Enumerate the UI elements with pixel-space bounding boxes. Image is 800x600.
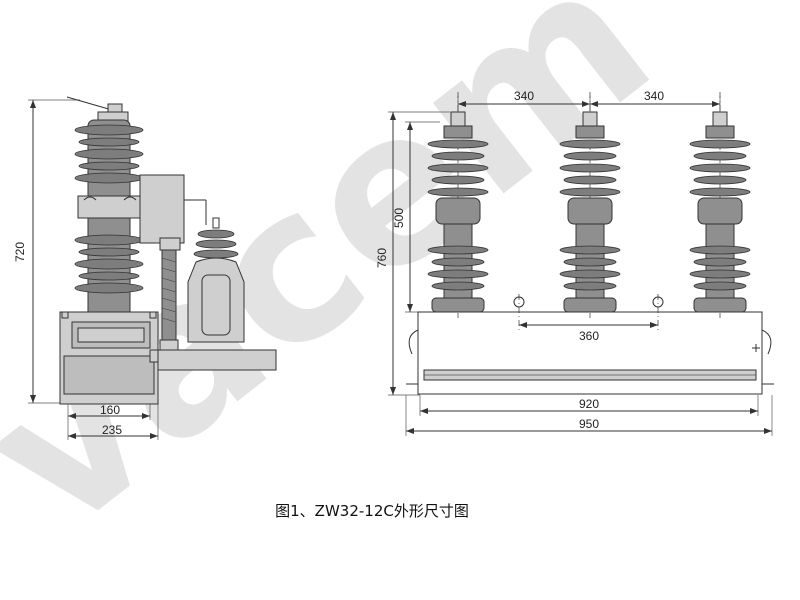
label-950: 950 (579, 417, 599, 431)
dim-front-base: 920 950 (405, 395, 773, 436)
label-920: 920 (579, 397, 599, 411)
label-340-right: 340 (644, 89, 664, 103)
operating-handle (66, 96, 129, 123)
label-235: 235 (102, 423, 122, 437)
front-insulator-1 (427, 92, 489, 318)
dim-front-heights: 760 500 (375, 111, 450, 396)
side-mechanism-box (59, 311, 159, 405)
dim-side-height: 720 (13, 99, 80, 404)
label-500: 500 (392, 208, 406, 228)
label-760: 760 (375, 248, 389, 268)
dim-side-base: 160 235 (67, 403, 159, 440)
side-insulator (74, 119, 151, 321)
side-pt-transformer (187, 217, 245, 343)
label-340-left: 340 (514, 89, 534, 103)
figure-caption: 图1、ZW32-12C外形尺寸图 (275, 502, 469, 520)
label-360: 360 (579, 329, 599, 343)
label-160: 160 (100, 403, 120, 417)
front-insulator-2 (559, 92, 621, 318)
front-insulator-3 (689, 92, 751, 318)
front-view: 340 340 760 500 (375, 89, 774, 436)
side-view: 720 (13, 96, 277, 440)
front-base-frame (406, 311, 774, 395)
dim-phase-spacing: 340 340 (457, 89, 721, 112)
dim-hole-spacing: 360 (513, 294, 664, 343)
label-720: 720 (13, 242, 27, 262)
side-frame (139, 174, 277, 371)
